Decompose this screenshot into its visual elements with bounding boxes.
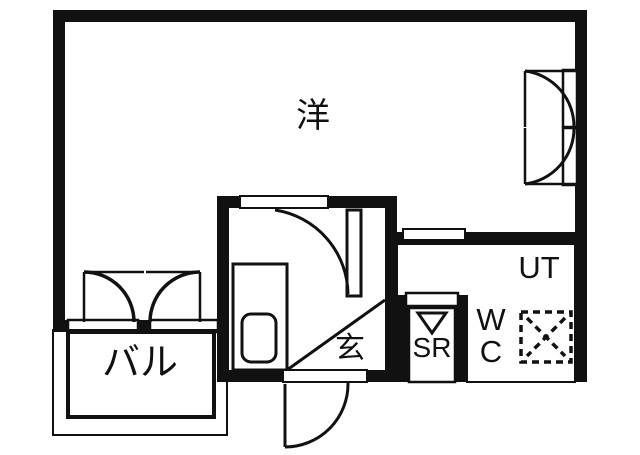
sanitary-block	[396, 228, 576, 384]
middle-room	[229, 195, 386, 372]
label-utility: UT	[518, 250, 559, 285]
balcony-area	[52, 329, 228, 436]
storage-room-box	[407, 306, 457, 384]
entry-door-opening[interactable]	[282, 369, 368, 383]
label-washroom-c: C	[480, 334, 502, 369]
western-room-floor	[65, 22, 575, 196]
wall-top	[53, 10, 587, 22]
label-washroom-w: W	[476, 302, 506, 337]
kitchen-sink	[240, 312, 278, 364]
storage-direction-triangle-icon	[415, 311, 449, 336]
room-door-arc	[274, 208, 350, 295]
utility-outline	[396, 243, 576, 383]
balcony-door-group[interactable]	[523, 68, 579, 187]
storage-room-door[interactable]	[404, 291, 460, 308]
balcony-door-upper-arc	[524, 69, 576, 128]
western-room	[65, 22, 575, 196]
balcony-door-lower-arc	[524, 127, 576, 186]
room-door-opening[interactable]	[239, 195, 329, 209]
wall-sr-left	[397, 296, 409, 382]
label-entrance: 玄	[335, 331, 365, 366]
balcony-window-left-arc	[83, 270, 136, 323]
entry-door-arc	[284, 383, 350, 449]
room-labels: 洋 バル 玄 UT W C SR	[102, 96, 560, 384]
balcony-window-right-arc	[148, 270, 201, 323]
label-storage-room: SR	[413, 332, 452, 363]
balcony-floor	[66, 330, 216, 419]
room-door-leaf[interactable]	[345, 208, 363, 298]
wall-sr-wc-divider	[455, 300, 467, 382]
utility-window	[402, 228, 466, 241]
bath-unit-outline-icon	[519, 310, 573, 364]
wall-middle-room-right	[385, 196, 397, 382]
wall-right	[575, 10, 587, 382]
label-western-room: 洋	[296, 96, 330, 136]
label-balcony: バル	[102, 340, 178, 384]
entry-door-group[interactable]	[282, 369, 368, 449]
wall-left	[53, 10, 65, 332]
bath-unit-diagonal-2-icon	[525, 316, 567, 358]
genkan-step-line	[286, 298, 386, 372]
